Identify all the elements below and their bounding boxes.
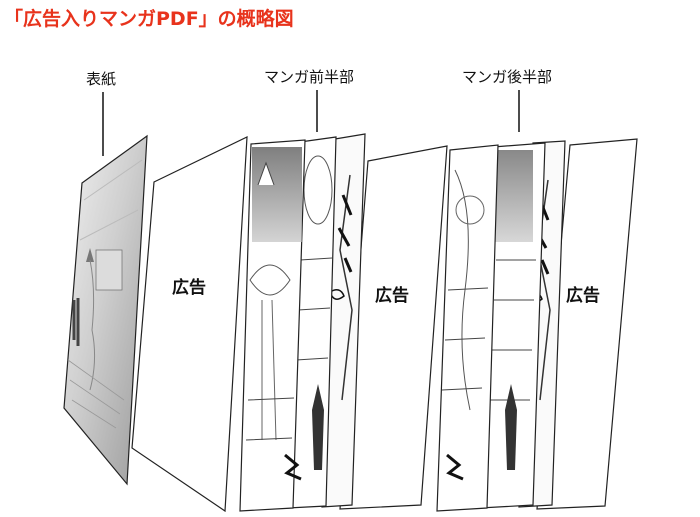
cover-page bbox=[63, 134, 148, 486]
label-cover: 表紙 bbox=[86, 70, 117, 88]
manga-back-page-1 bbox=[436, 144, 499, 512]
ad-label-1: 広告 bbox=[172, 277, 206, 298]
label-manga-back: マンガ後半部 bbox=[462, 68, 553, 86]
label-manga-front: マンガ前半部 bbox=[264, 68, 355, 86]
ad-label-3: 広告 bbox=[566, 285, 600, 306]
diagram-title: 「広告入りマンガPDF」の概略図 bbox=[4, 8, 294, 30]
manga-back-pages: 広告 bbox=[436, 138, 638, 512]
ad-label-2: 広告 bbox=[375, 285, 409, 306]
manga-front-pages bbox=[239, 133, 366, 512]
first-ad-page bbox=[131, 136, 248, 513]
